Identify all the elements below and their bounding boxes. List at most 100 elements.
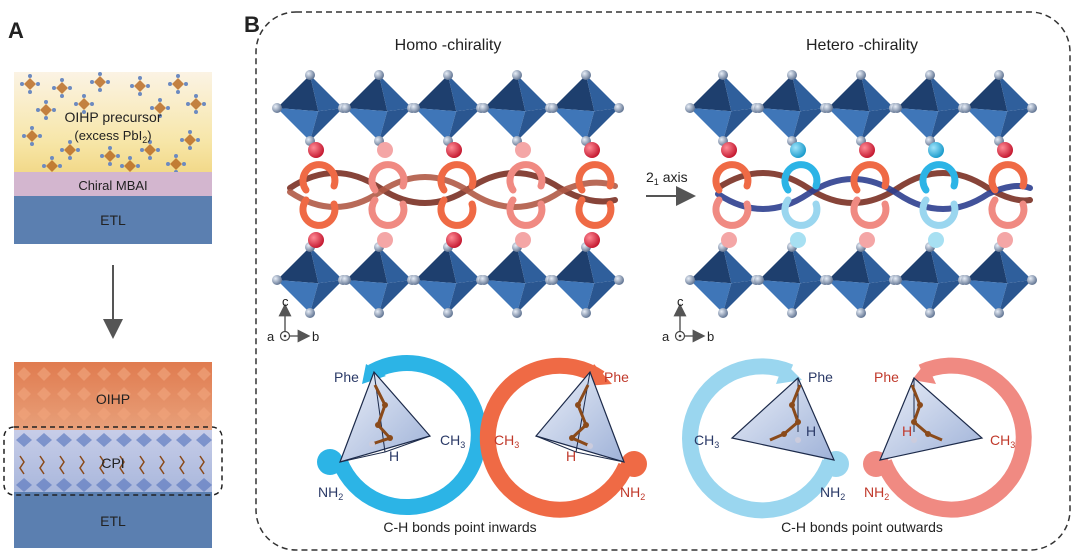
cpi-unit bbox=[76, 433, 92, 447]
cpi-unit bbox=[156, 433, 172, 447]
hetero-helix bbox=[715, 170, 1033, 212]
octahedron bbox=[410, 70, 486, 146]
nh2-label-3: NH2 bbox=[820, 484, 845, 502]
caption-outwards: C-H bonds point outwards bbox=[781, 519, 943, 535]
cation-spinner bbox=[299, 196, 339, 248]
precursor-particle bbox=[22, 126, 42, 146]
cation-spinner bbox=[781, 196, 821, 248]
cpi-chain bbox=[39, 455, 45, 475]
oihp-unit bbox=[197, 407, 211, 421]
cation-spinner bbox=[781, 142, 821, 194]
etl-label-top: ETL bbox=[100, 212, 126, 228]
oihp-unit bbox=[57, 387, 71, 401]
phe-label-2: Phe bbox=[604, 369, 629, 385]
axis-triad-hetero: c a b bbox=[662, 294, 714, 344]
cpi-unit bbox=[196, 478, 212, 492]
chiral-mbai-label: Chiral MBAI bbox=[78, 178, 147, 193]
octahedron bbox=[823, 242, 899, 318]
precursor-particle bbox=[100, 146, 120, 166]
precursor-label: OIHP precursor bbox=[65, 109, 162, 125]
oihp-lattice-pattern bbox=[17, 367, 211, 421]
oihp-unit bbox=[77, 367, 91, 381]
cation-arrows bbox=[299, 142, 1028, 248]
octahedron bbox=[410, 242, 486, 318]
cpi-unit bbox=[176, 478, 192, 492]
cpi-chain bbox=[79, 455, 85, 475]
chiral-mbai-layer bbox=[14, 172, 212, 196]
homo-helix bbox=[287, 170, 618, 210]
molecule-homo-left: Phe CH3 H NH2 bbox=[317, 355, 487, 516]
precursor-particle bbox=[166, 154, 186, 174]
oihp-unit bbox=[97, 367, 111, 381]
precursor-particle bbox=[186, 94, 206, 114]
precursor-particle bbox=[130, 76, 150, 96]
cpi-molecule-pattern bbox=[16, 433, 212, 492]
phe-label-3: Phe bbox=[808, 369, 833, 385]
hetero-chirality-title: Hetero -chirality bbox=[806, 37, 918, 54]
precursor-particle bbox=[168, 74, 188, 94]
cation-spinner bbox=[368, 142, 408, 194]
cation-spinner bbox=[575, 196, 615, 248]
cpi-unit bbox=[96, 478, 112, 492]
etl-layer-top bbox=[14, 196, 212, 244]
panel-b-frame bbox=[255, 11, 1071, 551]
ch3-label-2: CH3 bbox=[494, 432, 519, 450]
octahedron bbox=[548, 70, 624, 146]
axis-b-label-2: b bbox=[707, 329, 714, 344]
cation-spinner bbox=[299, 142, 339, 194]
cation-spinner bbox=[575, 142, 615, 194]
oihp-unit bbox=[137, 387, 151, 401]
cpi-unit bbox=[36, 478, 52, 492]
cpi-unit bbox=[116, 478, 132, 492]
oihp-unit bbox=[37, 367, 51, 381]
oihp-unit bbox=[197, 367, 211, 381]
oihp-unit bbox=[137, 407, 151, 421]
octahedron bbox=[685, 70, 761, 146]
etl-label-bottom: ETL bbox=[100, 513, 126, 529]
cpi-label: CPI bbox=[101, 455, 124, 471]
precursor-particle bbox=[150, 98, 170, 118]
cpi-unit bbox=[56, 478, 72, 492]
ch3-label-3: CH3 bbox=[694, 432, 719, 450]
octahedron bbox=[892, 70, 968, 146]
octahedron bbox=[754, 70, 830, 146]
oihp-unit bbox=[37, 387, 51, 401]
oihp-unit bbox=[77, 407, 91, 421]
oihp-unit bbox=[177, 367, 191, 381]
precursor-particle bbox=[36, 100, 56, 120]
oihp-unit bbox=[157, 387, 171, 401]
molecule-homo-right: Phe CH3 H NH2 bbox=[479, 357, 647, 518]
oihp-unit bbox=[197, 387, 211, 401]
panel-a-top-stack: OIHP precursor (excess PbI2) Chiral MBAI… bbox=[14, 72, 212, 244]
cpi-unit bbox=[56, 433, 72, 447]
panel-a-bottom-stack: OIHP CPI ETL bbox=[3, 362, 223, 548]
precursor-label-2: (excess PbI2) bbox=[74, 128, 151, 145]
cpi-unit bbox=[96, 433, 112, 447]
precursor-particle bbox=[140, 140, 160, 160]
phe-label-4: Phe bbox=[874, 369, 899, 385]
etl-layer-bottom bbox=[14, 492, 212, 548]
oihp-unit bbox=[97, 407, 111, 421]
h-label-2: H bbox=[566, 448, 576, 464]
molecule-hetero-left: Phe CH3 H NH2 bbox=[682, 358, 849, 519]
oihp-unit bbox=[57, 407, 71, 421]
nh2-label-4: NH2 bbox=[864, 484, 889, 502]
cation-spinner bbox=[437, 142, 477, 194]
cation-spinner bbox=[506, 142, 546, 194]
cation-spinner bbox=[850, 142, 890, 194]
cation-spinner bbox=[919, 196, 959, 248]
oihp-unit bbox=[177, 407, 191, 421]
cpi-unit bbox=[176, 433, 192, 447]
cpi-unit bbox=[16, 433, 32, 447]
cpi-chain bbox=[159, 455, 165, 475]
screw-axis-indicator: 21 axis bbox=[646, 169, 696, 206]
octahedron bbox=[341, 70, 417, 146]
oihp-unit bbox=[37, 407, 51, 421]
oihp-unit bbox=[77, 387, 91, 401]
oihp-unit bbox=[97, 387, 111, 401]
cpi-unit bbox=[16, 478, 32, 492]
cpi-highlight-box bbox=[3, 426, 223, 496]
caption-inwards: C-H bonds point inwards bbox=[383, 519, 536, 535]
oihp-unit bbox=[17, 407, 31, 421]
